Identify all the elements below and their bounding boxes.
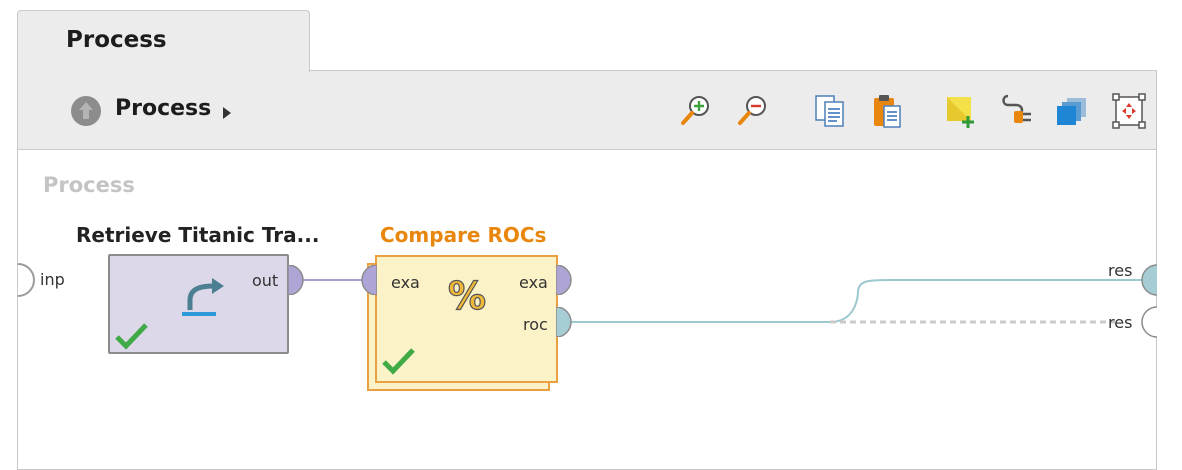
result-port-2[interactable] (1141, 306, 1158, 338)
roc-port[interactable] (556, 307, 572, 337)
toolbar: Process (18, 71, 1156, 150)
result-port-1[interactable] (1141, 264, 1158, 296)
out-port-label: out (252, 271, 279, 290)
out-port[interactable] (288, 265, 304, 295)
svg-text:%: % (448, 274, 486, 315)
copy-icon[interactable] (813, 93, 847, 129)
input-port-label: inp (40, 270, 65, 289)
zoom-in-icon[interactable] (678, 93, 712, 129)
check-icon (115, 323, 148, 350)
input-port-inp[interactable] (17, 263, 35, 297)
zoom-out-icon[interactable] (735, 93, 769, 129)
check-icon (382, 348, 415, 375)
retrieve-operator-title: Retrieve Titanic Tra... (76, 223, 320, 247)
process-canvas: Process inp res res Retrieve Titanic Tra… (17, 173, 1158, 391)
up-arrow-icon[interactable] (70, 95, 102, 127)
result-port-label-2: res (1108, 313, 1133, 332)
exa-in-port[interactable] (361, 265, 377, 295)
compare-rocs-title: Compare ROCs (380, 223, 547, 247)
canvas-title: Process (43, 173, 135, 197)
tab-label: Process (66, 27, 167, 53)
retrieve-icon (182, 278, 224, 316)
auto-wire-icon[interactable] (1000, 93, 1034, 129)
tab-process[interactable]: Process (17, 10, 310, 72)
paste-icon[interactable] (870, 93, 904, 129)
exa-out-port[interactable] (556, 265, 572, 295)
chevron-right-icon[interactable] (222, 105, 232, 119)
wire-roc-to-res[interactable] (570, 279, 1145, 323)
fit-view-icon[interactable] (1112, 93, 1146, 129)
compare-rocs-operator[interactable]: exa exa roc % (375, 255, 558, 383)
exa-in-port-label: exa (391, 273, 420, 292)
exa-out-port-label: exa (519, 273, 548, 292)
add-note-icon[interactable] (944, 93, 978, 129)
retrieve-operator[interactable]: out (108, 254, 289, 354)
breadcrumb[interactable]: Process (115, 96, 212, 121)
result-port-label-1: res (1108, 261, 1133, 280)
percent-icon: % (447, 273, 486, 315)
layers-icon[interactable] (1055, 93, 1089, 129)
roc-port-label: roc (523, 315, 548, 334)
connections-layer (17, 263, 1158, 338)
